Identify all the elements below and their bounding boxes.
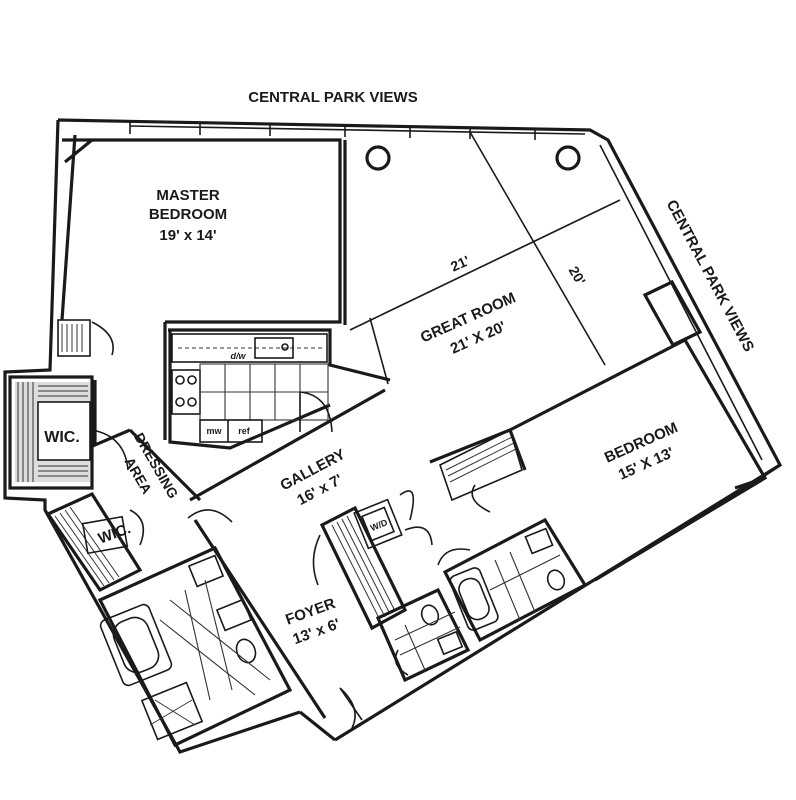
walk-in-closet-2 (45, 491, 145, 593)
kitchen-dw-label: d/w (231, 351, 247, 361)
dressing-area-walls (93, 380, 202, 502)
master-bedroom-label: MASTER (156, 187, 220, 204)
great-room-dim-b: 20' (566, 263, 589, 287)
kitchen-ref-label: ref (238, 426, 251, 436)
wic-label-1: WIC. (44, 429, 80, 446)
gallery-walls (187, 388, 386, 729)
bedroom-room (429, 337, 768, 582)
master-bedroom-label-2: BEDROOM (149, 206, 227, 223)
linen-closet (57, 319, 114, 357)
master-bathroom (97, 545, 293, 748)
foyer-closet (312, 505, 408, 631)
exterior-walls (3, 118, 783, 754)
kitchen (168, 328, 391, 450)
laundry-closet (353, 490, 433, 550)
washer-dryer-label: W/D (369, 517, 389, 533)
park-views-top-label: CENTRAL PARK VIEWS (248, 89, 417, 106)
great-room-dim-a: 21' (448, 252, 472, 274)
powder-room (375, 587, 471, 683)
column-notch (642, 279, 703, 348)
master-bedroom-room (62, 138, 342, 440)
labels: CENTRAL PARK VIEWS CENTRAL PARK VIEWS MA… (44, 89, 757, 648)
walk-in-closet-1 (8, 375, 129, 490)
master-bedroom-dims: 19' x 14' (159, 227, 216, 244)
second-bathroom (437, 517, 588, 643)
kitchen-mw-label: mw (206, 426, 222, 436)
great-room-room (343, 131, 621, 385)
